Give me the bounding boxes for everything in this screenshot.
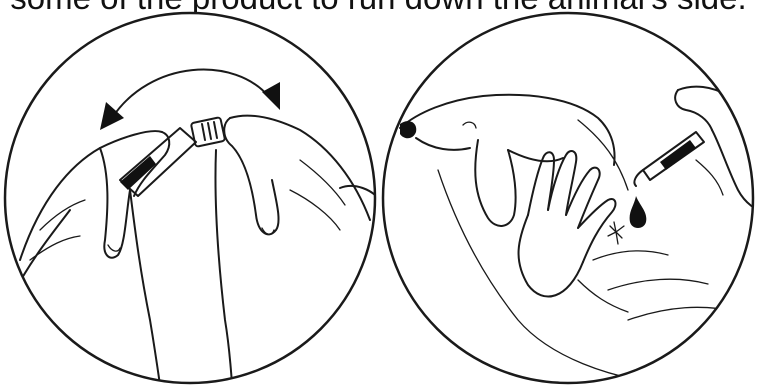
apply-to-dog-skin-icon [378, 0, 757, 385]
snap-applicator-illustration [0, 0, 380, 385]
left-circle-frame [5, 13, 375, 383]
snap-applicator-tip-icon [0, 0, 380, 385]
apply-to-dog-illustration [378, 0, 757, 385]
